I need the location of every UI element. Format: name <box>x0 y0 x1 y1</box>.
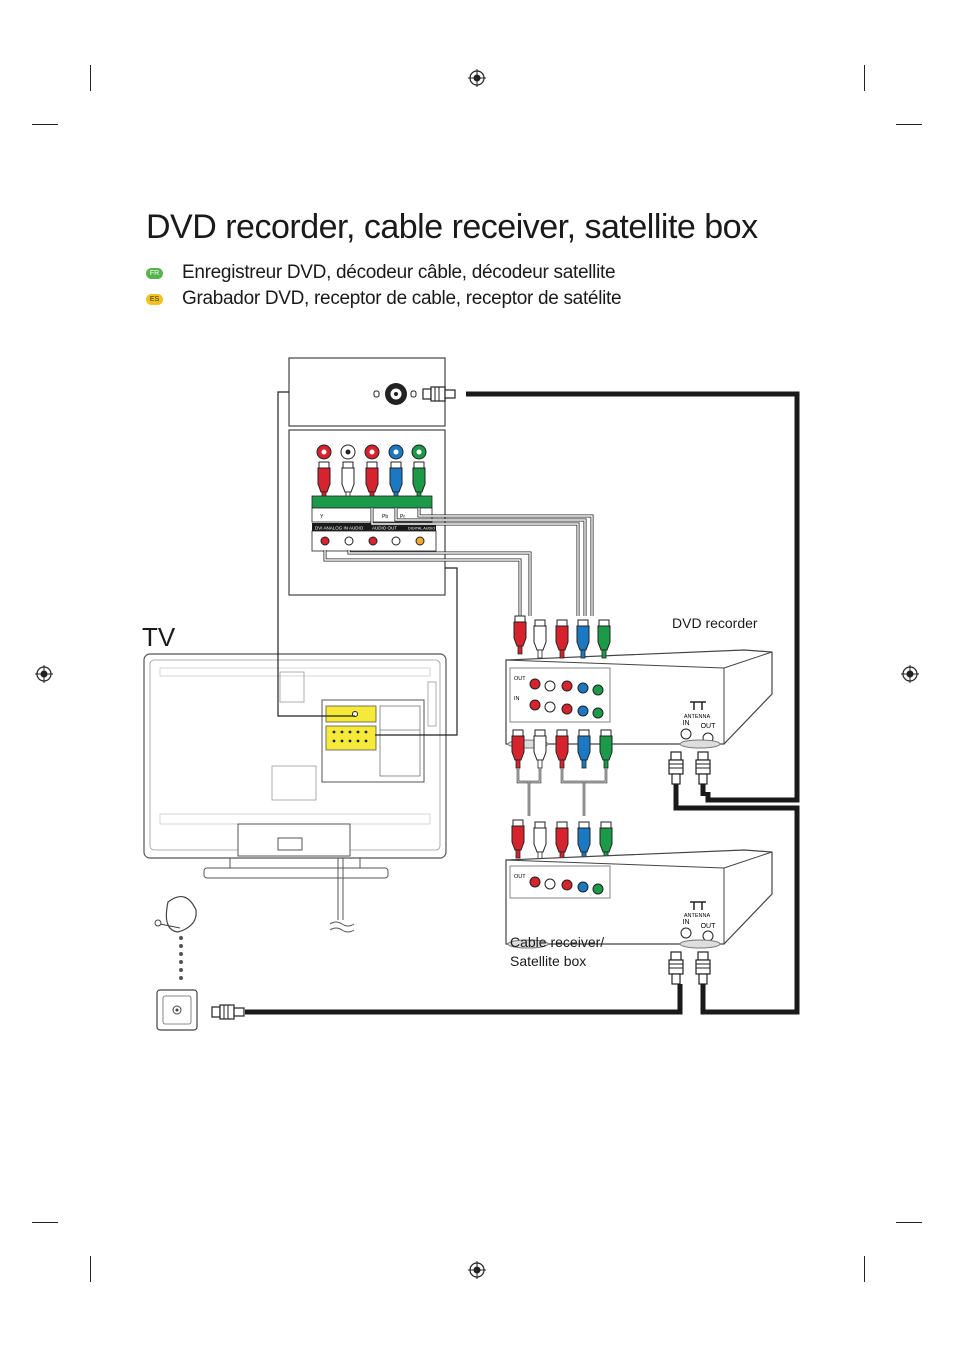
digital-audio-out-label: DIGITAL AUDIO OUT <box>408 527 445 531</box>
subtitle-fr: FR Enregistreur DVD, décodeur câble, déc… <box>146 262 616 284</box>
dvd-antenna-out-label: OUT <box>701 723 717 730</box>
tv-antenna-panel <box>288 357 456 427</box>
dvd-recorder-label: DVD recorder <box>672 615 758 631</box>
satellite-dish-icon <box>154 895 197 980</box>
subtitle-es: ES Grabador DVD, receptor de cable, rece… <box>146 288 622 310</box>
subtitle-es-text: Grabador DVD, receptor de cable, recepto… <box>182 288 622 309</box>
crop-mark <box>896 1222 922 1223</box>
component-pb-label: Pb <box>382 514 388 520</box>
tv-label: TV <box>142 622 176 652</box>
receiver-antenna-label: ANTENNA <box>684 913 711 919</box>
dvd-antenna-label: ANTENNA <box>684 714 711 720</box>
crop-mark <box>90 1256 91 1282</box>
crop-mark <box>32 1222 58 1223</box>
receiver-antenna-out-label: OUT <box>701 923 717 930</box>
registration-mark-icon <box>35 665 53 683</box>
dvd-port-out-label: OUT <box>514 676 526 682</box>
dvd-port-in-label: IN <box>514 696 520 702</box>
dvi-analog-in-label: DVI ANALOG IN AUDIO <box>315 526 364 531</box>
crop-mark <box>864 65 865 91</box>
crop-mark <box>90 65 91 91</box>
dvd-recorder-illustration: OUT IN ANTENNA IN OUT <box>505 649 773 749</box>
cable-receiver-label-line1: Cable receiver/ <box>510 934 605 950</box>
receiver-antenna-in-label: IN <box>683 919 690 926</box>
crop-mark <box>864 1256 865 1282</box>
subtitle-fr-text: Enregistreur DVD, décodeur câble, décode… <box>182 262 616 283</box>
crop-mark <box>32 124 58 125</box>
tv-back-illustration <box>143 653 447 933</box>
registration-mark-icon <box>901 665 919 683</box>
component-y-label: Y <box>320 514 324 520</box>
component-pr-label: Pr <box>400 514 405 520</box>
registration-mark-icon <box>468 69 486 87</box>
wall-antenna-socket-icon <box>156 989 198 1031</box>
crop-mark <box>896 124 922 125</box>
cable-receiver-illustration: OUT ANTENNA IN OUT <box>505 849 773 949</box>
page-title: DVD recorder, cable receiver, satellite … <box>146 208 758 246</box>
registration-mark-icon <box>468 1261 486 1279</box>
tv-component-panel: Y Pb Pr DVI ANALOG IN AUDIO AUDIO OUT DI… <box>288 429 446 596</box>
language-badge-fr: FR <box>146 267 163 279</box>
receiver-port-out-label: OUT <box>514 874 526 880</box>
language-badge-es: ES <box>146 293 163 305</box>
cable-receiver-label-line2: Satellite box <box>510 953 587 969</box>
dvd-antenna-in-label: IN <box>683 720 690 727</box>
audio-out-label: AUDIO OUT <box>372 526 397 531</box>
